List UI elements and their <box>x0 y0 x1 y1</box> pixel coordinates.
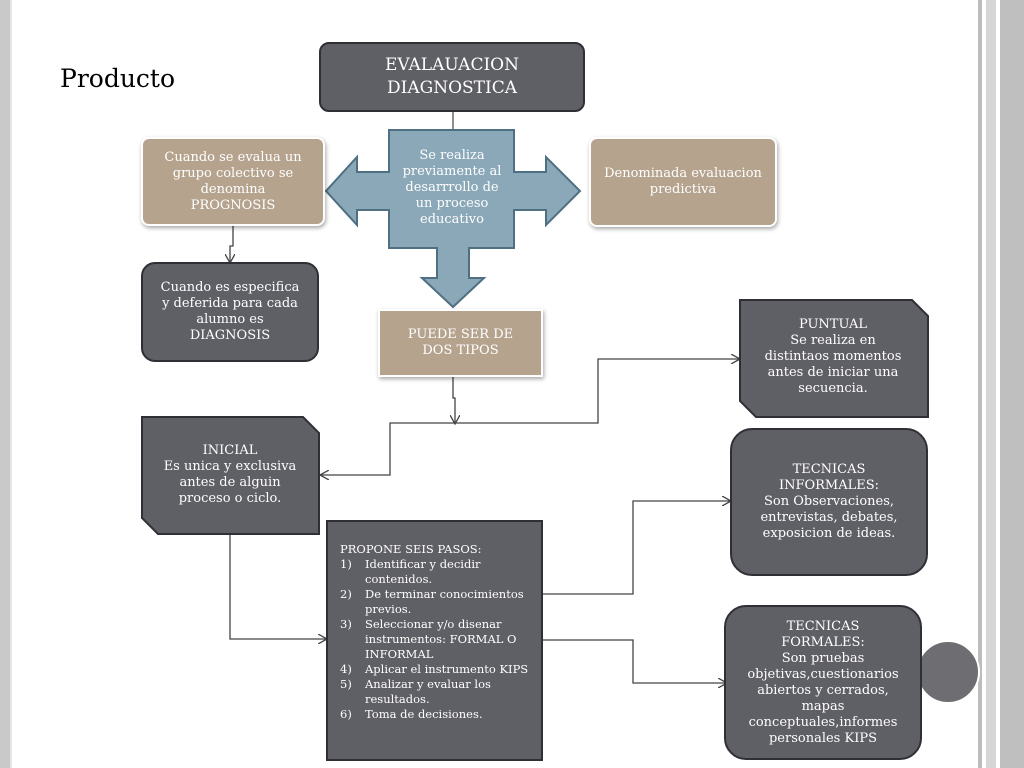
edge-inicial-steps <box>229 534 326 639</box>
node-evaluacion-diagnostica: EVALAUACION DIAGNOSTICA <box>319 42 585 112</box>
edge-to-inicial <box>321 422 453 475</box>
step-number: 3) <box>340 617 352 631</box>
node-evaluacion-predictiva: Denominada evaluacion predictiva <box>589 137 777 227</box>
node-inicial: INICIAL Es unica y exclusiva antes de al… <box>163 443 297 506</box>
slide-frame-right <box>978 0 1024 768</box>
edge-prognosis-diagnosis <box>230 226 233 262</box>
node-dos-tipos: PUEDE SER DE DOS TIPOS <box>378 309 543 377</box>
edge-steps-formales <box>543 639 726 683</box>
step-text: De terminar conocimientos previos. <box>365 587 524 616</box>
edge-to-puntual <box>453 359 739 424</box>
slide-frame-left <box>0 0 10 768</box>
list-item: 2) De terminar conocimientos previos. <box>340 587 533 617</box>
edge-steps-informales <box>543 501 730 595</box>
slide-title: Producto <box>60 64 176 93</box>
step-number: 6) <box>340 707 352 721</box>
step-text: Toma de decisiones. <box>365 707 483 721</box>
list-item: 1) Identificar y decidir contenidos. <box>340 557 533 587</box>
decorative-circle <box>916 640 980 704</box>
step-text: Identificar y decidir contenidos. <box>365 557 481 586</box>
inicial-shape <box>141 416 320 535</box>
step-number: 5) <box>340 677 352 691</box>
step-number: 4) <box>340 662 352 676</box>
node-diagnosis: Cuando es especifica y deferida para cad… <box>141 262 319 362</box>
steps-title: PROPONE SEIS PASOS: <box>340 542 482 556</box>
steps-list: 1) Identificar y decidir contenidos. 2) De… <box>340 557 533 722</box>
list-item: 6) Toma de decisiones. <box>340 707 533 722</box>
step-number: 1) <box>340 557 352 571</box>
step-text: Aplicar el instrumento KIPS <box>365 662 529 676</box>
node-se-realiza: Se realiza previamente al desarrrollo de… <box>402 148 502 227</box>
list-item: 3) Seleccionar y/o disenar instrumentos: … <box>340 617 533 662</box>
step-text: Seleccionar y/o disenar instrumentos: FO… <box>365 617 517 661</box>
puntual-shape <box>739 299 929 418</box>
node-prognosis: Cuando se evalua un grupo colectivo se d… <box>141 137 325 226</box>
edge-tipos-down <box>453 377 455 423</box>
step-number: 2) <box>340 587 352 601</box>
four-way-arrow-shape <box>324 129 582 309</box>
node-seis-pasos: PROPONE SEIS PASOS: 1) Identificar y deci… <box>326 520 543 761</box>
node-puntual: PUNTUAL Se realiza en distintaos momento… <box>764 317 902 396</box>
node-tecnicas-formales: TECNICAS FORMALES: Son pruebas objetivas… <box>724 605 922 760</box>
list-item: 5) Analizar y evaluar los resultados. <box>340 677 533 707</box>
list-item: 4) Aplicar el instrumento KIPS <box>340 662 533 677</box>
node-tecnicas-informales: TECNICAS INFORMALES: Son Observaciones, … <box>730 428 928 576</box>
step-text: Analizar y evaluar los resultados. <box>365 677 491 706</box>
slide-frame-left-inner <box>10 0 12 768</box>
